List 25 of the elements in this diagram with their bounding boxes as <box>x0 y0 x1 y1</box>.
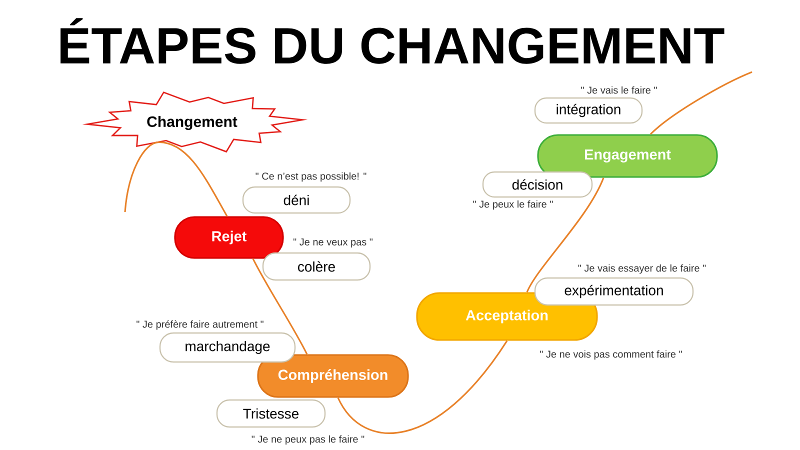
label-pill: expérimentation <box>534 277 694 306</box>
quote-text: " Je ne veux pas " <box>293 238 373 248</box>
change-curve <box>526 177 604 293</box>
label-pill: décision <box>482 171 593 198</box>
stage-box: Engagement <box>537 134 718 178</box>
change-curve <box>124 141 160 212</box>
change-curve <box>337 340 508 434</box>
change-curve <box>252 258 308 355</box>
label-pill: colère <box>262 252 371 281</box>
change-curve <box>650 71 752 135</box>
quote-text: " Je préfère faire autrement " <box>136 320 264 330</box>
stage-box: Compréhension <box>257 354 409 398</box>
quote-text: " Je vais le faire " <box>581 86 657 94</box>
stage-box: Rejet <box>174 216 284 259</box>
quote-text: " Je ne vois pas comment faire " <box>540 350 682 360</box>
label-pill: marchandage <box>159 332 296 363</box>
quote-text: " Je ne peux pas le faire " <box>252 435 364 445</box>
quote-text: " Ce n’est pas possible! " <box>256 172 366 182</box>
label-pill: déni <box>242 186 351 214</box>
title: ÉTAPES DU CHANGEMENT <box>60 18 724 64</box>
quote-text: " Je peux le faire " <box>473 200 553 210</box>
label-pill: intégration <box>534 97 643 124</box>
label-pill: Tristesse <box>216 399 326 428</box>
change-curve <box>158 141 228 217</box>
quote-text: " Je vais essayer de le faire " <box>578 264 706 274</box>
